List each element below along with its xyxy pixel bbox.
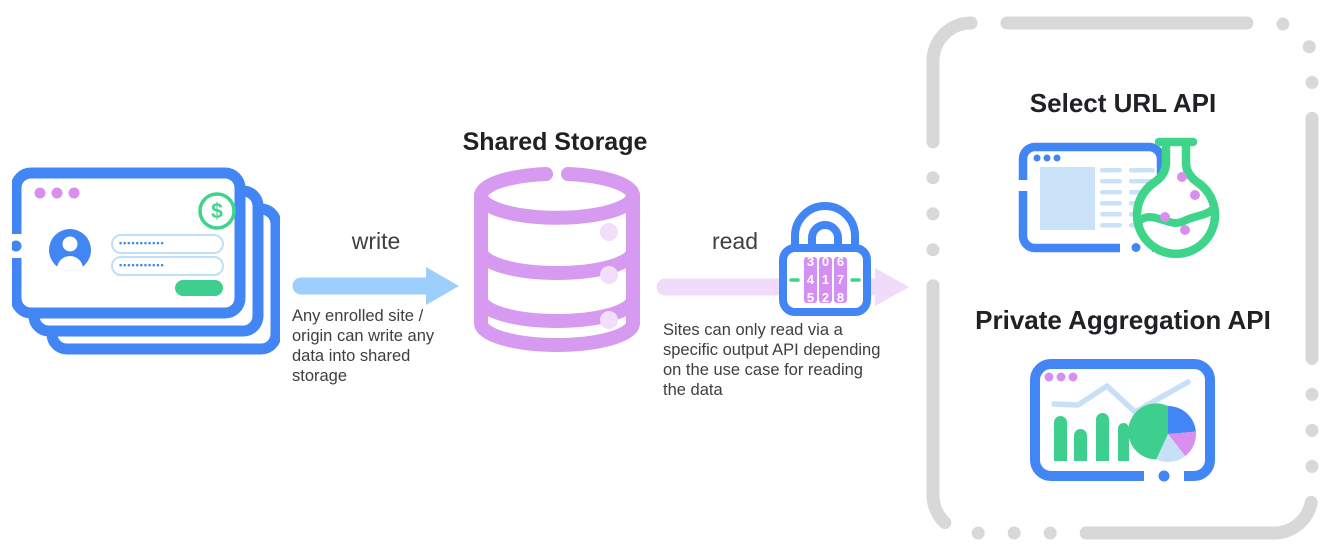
line-chart bbox=[1051, 379, 1191, 415]
output-apis-panel bbox=[925, 15, 1320, 541]
dashed-border bbox=[926, 16, 1319, 540]
write-edge-caption: Any enrolled site / origin can write any… bbox=[292, 307, 435, 385]
shared-storage-title: Shared Storage bbox=[462, 128, 648, 156]
private-aggregation-api-title: Private Aggregation API bbox=[975, 305, 1271, 335]
lock-dial[interactable]: 0 1 2 bbox=[819, 257, 832, 303]
read-edge-label: read bbox=[711, 228, 759, 254]
window-controls-dots bbox=[34, 187, 80, 199]
write-arrow-icon bbox=[290, 264, 462, 308]
svg-text:•••••••••••: ••••••••••• bbox=[119, 238, 165, 248]
database-dots bbox=[600, 223, 618, 329]
avatar bbox=[49, 229, 91, 271]
window-controls-dots bbox=[1033, 154, 1061, 162]
pie-chart bbox=[1128, 403, 1197, 463]
bar-chart bbox=[1054, 413, 1129, 461]
password-field[interactable]: ••••••••••• bbox=[111, 256, 224, 276]
window-controls-dots bbox=[1044, 372, 1078, 382]
browser-flask-icon bbox=[1016, 136, 1232, 260]
border-gap bbox=[1016, 180, 1031, 191]
lock-dial[interactable]: 3 4 5 bbox=[804, 257, 817, 303]
dashboard-chart-icon bbox=[1028, 352, 1224, 484]
flask-bubbles bbox=[1160, 172, 1200, 235]
lock-shackle-inner bbox=[808, 221, 842, 256]
flask-icon bbox=[1132, 137, 1220, 259]
content-block bbox=[1040, 167, 1095, 230]
lock-dial[interactable]: 6 7 8 bbox=[834, 257, 847, 303]
password-field[interactable]: ••••••••••• bbox=[111, 234, 224, 254]
submit-button[interactable] bbox=[175, 280, 223, 296]
read-edge-caption: Sites can only read via a specific outpu… bbox=[663, 321, 881, 399]
enrolled-sites-icon: $ ••••••••••• ••••••••••• bbox=[12, 166, 280, 370]
combination-lock-icon: 3 4 5 0 1 2 6 7 8 bbox=[779, 200, 873, 316]
dollar-icon: $ bbox=[198, 192, 236, 230]
lock-shackle-outer bbox=[791, 202, 859, 256]
svg-text:$: $ bbox=[211, 200, 223, 223]
border-dot bbox=[1158, 470, 1170, 482]
svg-text:•••••••••••: ••••••••••• bbox=[119, 260, 165, 270]
select-url-api-title: Select URL API bbox=[1029, 88, 1217, 118]
border-dot bbox=[1131, 243, 1141, 252]
write-edge-label: write bbox=[351, 228, 401, 254]
border-dot bbox=[12, 240, 22, 252]
database-icon bbox=[470, 165, 644, 355]
